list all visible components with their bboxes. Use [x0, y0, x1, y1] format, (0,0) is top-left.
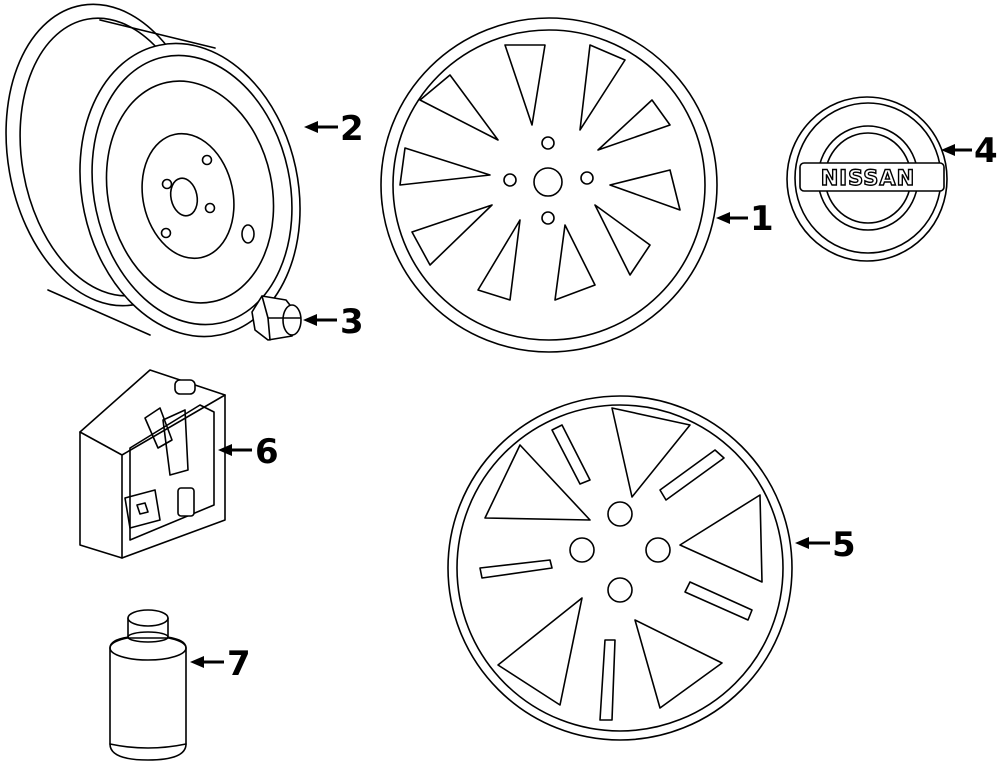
- callout-2-label: 2: [340, 109, 364, 149]
- sealant-bottle: [109, 609, 187, 761]
- callout-1-label: 1: [750, 199, 774, 239]
- callout-2: 2: [304, 109, 364, 149]
- tool-kit-tray: [79, 369, 226, 559]
- emblem-text: NISSAN: [821, 166, 916, 190]
- callout-5-label: 5: [832, 525, 856, 565]
- lug-nut: [251, 295, 302, 341]
- callout-1: 1: [716, 199, 774, 239]
- callout-5: 5: [795, 525, 856, 565]
- callout-4-label: 4: [974, 131, 998, 171]
- callout-3-label: 3: [340, 302, 364, 342]
- callout-7-label: 7: [227, 644, 251, 684]
- callout-4: 4: [941, 131, 998, 171]
- callout-3: 3: [303, 302, 364, 342]
- center-cap-emblem: NISSAN: [786, 96, 948, 262]
- wheel-cover-1: [380, 17, 718, 353]
- callout-6: 6: [218, 432, 279, 472]
- wheel-cover-5: [447, 395, 793, 741]
- callout-7: 7: [190, 644, 251, 684]
- callout-6-label: 6: [255, 432, 279, 472]
- steel-wheel: [5, 3, 301, 338]
